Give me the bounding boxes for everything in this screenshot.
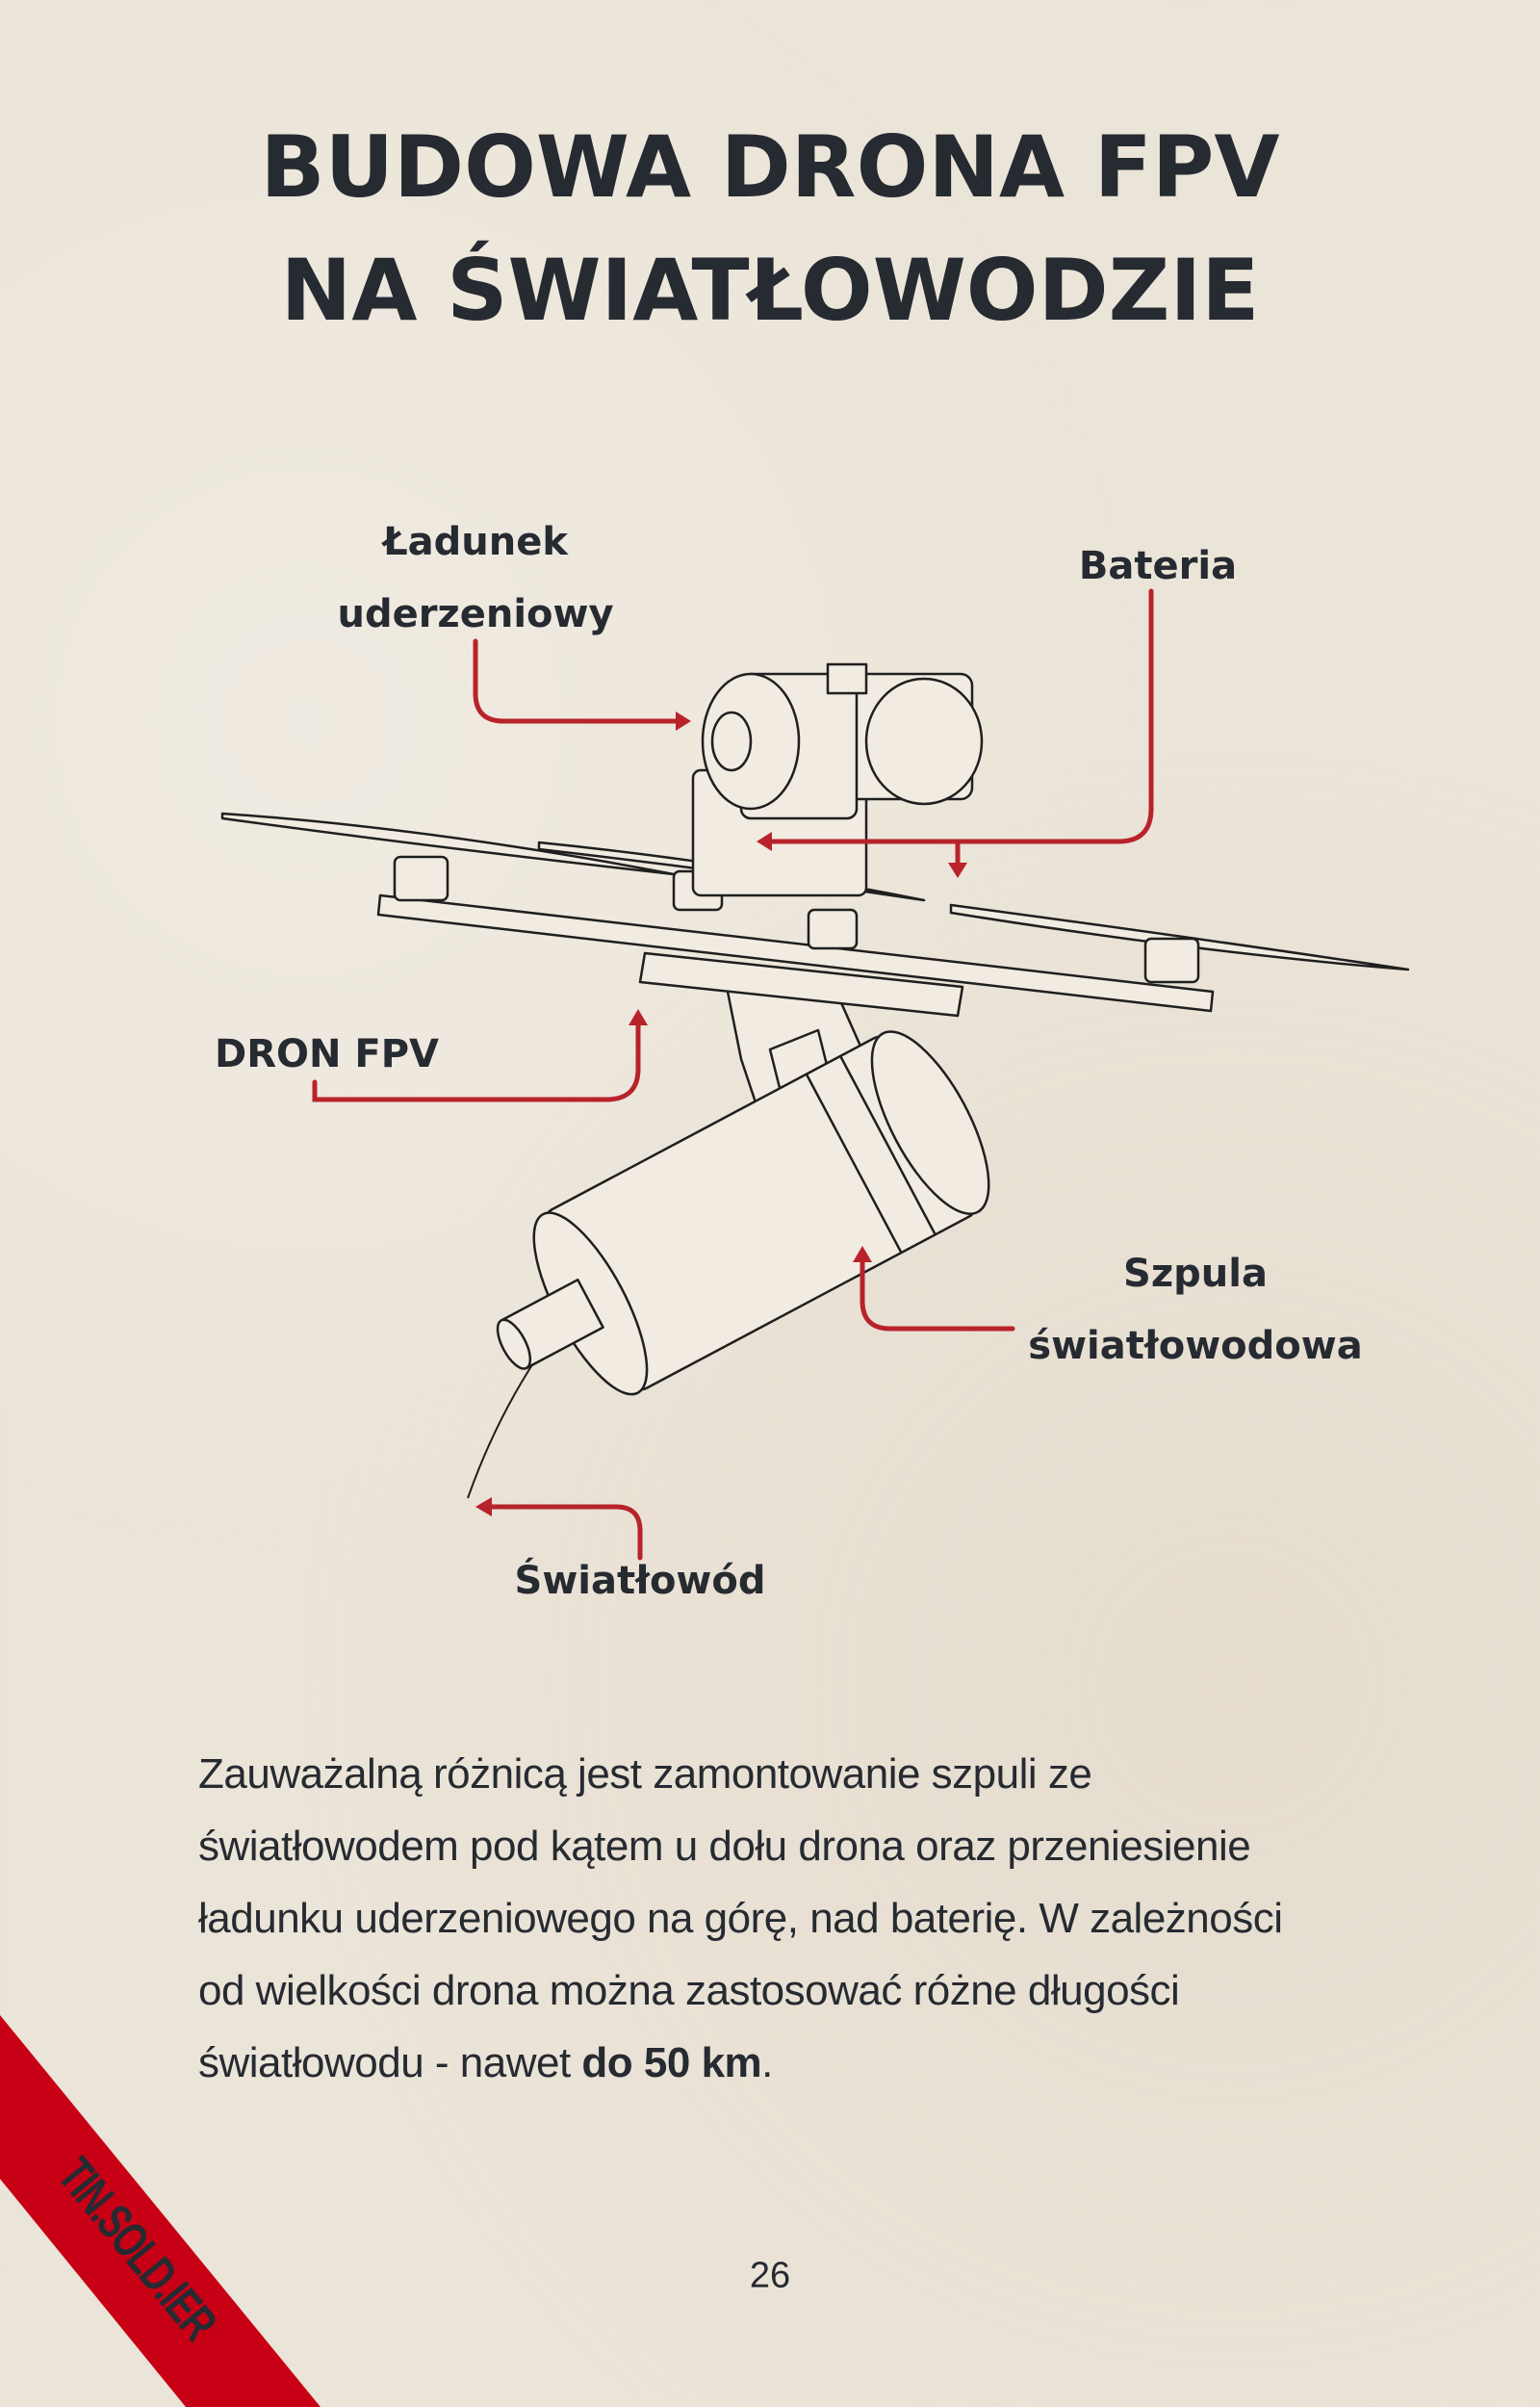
label-fiber: Światłowód bbox=[514, 1559, 766, 1603]
arrow-battery bbox=[765, 588, 1154, 844]
arrowheads bbox=[475, 712, 967, 1516]
arrows bbox=[312, 588, 1154, 1561]
arrow-payload bbox=[473, 638, 681, 724]
spool bbox=[496, 1030, 990, 1396]
page-title-line-2: NA ŚWIATŁOWODZIE bbox=[280, 241, 1260, 340]
body-bold-text: do 50 km bbox=[581, 2039, 762, 2086]
body-line: ładunku uderzeniowego na górę, nad bater… bbox=[198, 1895, 1283, 1942]
label-spool-line-1: Szpula bbox=[1123, 1252, 1268, 1296]
ribbon bbox=[0, 2015, 321, 2407]
body-line: światłowodem pod kątem u dołu drona oraz… bbox=[198, 1823, 1251, 1870]
label-battery: Bateria bbox=[1078, 544, 1238, 588]
label-spool-line-2: światłowodowa bbox=[1028, 1324, 1363, 1368]
frame bbox=[376, 893, 1215, 1013]
label-payload-line-1: Ładunek bbox=[383, 520, 568, 564]
motor bbox=[393, 855, 449, 902]
page-number: 26 bbox=[749, 2255, 791, 2296]
motor bbox=[807, 908, 859, 950]
body-line: światłowodu - nawet do 50 km. bbox=[198, 2027, 1283, 2099]
propeller-right bbox=[949, 903, 1410, 971]
body-line: Zauważalną różnicą jest zamontowanie szp… bbox=[198, 1750, 1092, 1798]
arrow-fiber bbox=[485, 1504, 643, 1561]
arrow-drone bbox=[312, 1020, 641, 1102]
label-drone: DRON FPV bbox=[215, 1032, 440, 1076]
label-payload-line-2: uderzeniowy bbox=[337, 592, 614, 636]
arrow-spool bbox=[860, 1256, 1015, 1332]
body-paragraph: Zauważalną różnicą jest zamontowanie szp… bbox=[198, 1738, 1283, 2099]
body-text: światłowodu - nawet bbox=[198, 2039, 582, 2086]
body-line: od wielkości drona można zastosować różn… bbox=[198, 1967, 1180, 2014]
motor bbox=[1143, 937, 1200, 984]
page-title-line-1: BUDOWA DRONA FPV bbox=[260, 117, 1280, 217]
body-text: . bbox=[761, 2039, 773, 2086]
